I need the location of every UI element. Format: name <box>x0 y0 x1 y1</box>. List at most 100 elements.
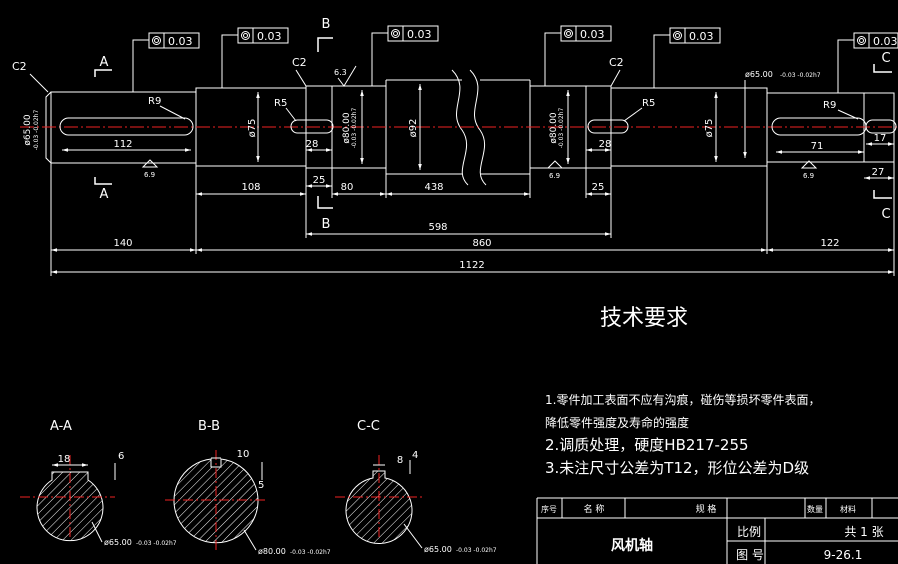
bb-dia: ø80.00 <box>258 547 286 556</box>
keyway-bearing-left <box>290 119 334 134</box>
dim-80: 80 <box>341 182 354 193</box>
dim-d92: ø92 <box>408 119 419 138</box>
tol-value: 0.03 <box>168 35 193 48</box>
tech-title: 技术要求 <box>600 306 688 331</box>
tolerance-frames: 0.03 0.03 0.03 0.03 0.03 <box>132 25 898 93</box>
dim-71: 71 <box>811 141 824 152</box>
cc-tol: -0.03 -0.02h7 <box>456 547 497 554</box>
tb-h-spec: 规 格 <box>696 503 717 515</box>
shaft-segment-d92 <box>385 79 531 175</box>
dim-140: 140 <box>113 238 132 249</box>
section-aa-body <box>36 471 104 542</box>
dim-598: 598 <box>428 222 447 233</box>
diameter-dims <box>256 84 718 170</box>
aa-tol: -0.03 -0.02h7 <box>136 540 177 547</box>
chamfer-bearing-left: C2 <box>292 56 307 69</box>
datum-B-bottom: B <box>322 217 331 232</box>
section-A-A: A-A 18 6 ø65.00 -0.03 -0.02h7 <box>20 419 177 547</box>
dim-text: 112 28 28 71 17 27 108 25 80 438 25 598 … <box>113 133 886 271</box>
bb-depth: 5 <box>258 480 264 491</box>
tol-value: 0.03 <box>257 30 282 43</box>
tol-frame-3: 0.03 <box>371 25 439 86</box>
tech-line-2: 降低零件强度及寿命的强度 <box>545 415 689 430</box>
tb-drawing-no: 9-26.1 <box>824 548 863 562</box>
dim-25-right: 25 <box>592 182 605 193</box>
chamfer-bearing-right: C2 <box>609 56 624 69</box>
tech-line-4: 3.未注尺寸公差为T12，形位公差为D级 <box>545 459 809 477</box>
datum-labels: A A B B C C <box>100 17 891 232</box>
dim-d80-right: ø80.00 <box>549 112 559 144</box>
dim-d75-left: ø75 <box>247 119 258 138</box>
datum-A-top: A <box>100 55 109 70</box>
dim-25-left: 25 <box>313 175 326 186</box>
title-block <box>536 497 898 564</box>
tb-drawing-no-label: 图 号 <box>736 548 764 562</box>
dim-d65-right-tol: -0.03 -0.02h7 <box>780 72 821 79</box>
chamfer-callouts <box>29 69 621 93</box>
dim-d80-left-tol: -0.03 -0.02h7 <box>351 108 358 149</box>
keyways <box>59 117 897 136</box>
bb-width: 10 <box>237 449 250 460</box>
section-markers <box>94 37 892 209</box>
tol-frame-6: 0.03 <box>837 32 898 93</box>
section-B-B: B-B 10 5 ø80.00 -0.03 -0.02h7 <box>165 419 331 556</box>
tech-line-1: 1.零件加工表面不应有沟痕，碰伤等损坏零件表面， <box>545 392 820 407</box>
dim-17: 17 <box>874 133 887 144</box>
tol-frame-4: 0.03 <box>544 25 612 86</box>
dim-d65-right: ø65.00 <box>745 70 773 79</box>
dim-438: 438 <box>424 182 443 193</box>
dim-d80-left: ø80.00 <box>342 112 352 144</box>
chamfer-left: C2 <box>12 60 27 73</box>
roughness-69-a: 6.9 <box>144 171 155 179</box>
radius-R5-left: R5 <box>274 98 287 109</box>
datum-A-bottom: A <box>100 187 109 202</box>
section-title-bb: B-B <box>198 419 220 434</box>
dim-d80-right-tol: -0.03 -0.02h7 <box>558 108 565 149</box>
dim-d75-right: ø75 <box>704 119 715 138</box>
tb-part-name: 风机轴 <box>611 537 653 554</box>
dim-28-left: 28 <box>306 139 319 150</box>
tol-value: 0.03 <box>580 28 605 41</box>
tech-line-3: 2.调质处理，硬度HB217-255 <box>545 436 749 454</box>
tol-frame-2: 0.03 <box>221 27 289 88</box>
roughness-69-b: 6.9 <box>549 172 560 180</box>
aa-depth: 6 <box>118 451 124 462</box>
cc-depth: 4 <box>412 450 418 461</box>
tb-h-mat: 材料 <box>840 504 856 514</box>
cc-width: 8 <box>397 455 403 466</box>
bb-tol: -0.03 -0.02h7 <box>290 549 331 556</box>
tol-frame-5: 0.03 <box>653 27 721 88</box>
dim-d65-left-tol: -0.03 -0.02h7 <box>33 110 40 151</box>
tb-h-qty: 数量 <box>807 504 823 514</box>
tb-h-seq: 序号 <box>541 504 557 514</box>
break-line-1 <box>451 69 469 186</box>
dim-108: 108 <box>241 182 260 193</box>
dim-860: 860 <box>472 238 491 249</box>
aa-dia: ø65.00 <box>104 538 132 547</box>
dim-122: 122 <box>820 238 839 249</box>
break-line-2 <box>469 69 487 186</box>
dim-27: 27 <box>872 167 885 178</box>
dim-d65-left: ø65.00 <box>23 114 33 146</box>
horizontal-dims <box>50 142 895 276</box>
radius-R5-right: R5 <box>642 98 655 109</box>
radius-R9-left: R9 <box>148 96 161 107</box>
dim-1122: 1122 <box>459 260 484 271</box>
tol-value: 0.03 <box>689 30 714 43</box>
datum-C-bottom: C <box>881 207 890 222</box>
dim-28-right: 28 <box>599 139 612 150</box>
section-C-C: C-C 8 4 ø65.00 -0.03 -0.02h7 <box>335 419 497 554</box>
roughness-63: 6.3 <box>334 68 347 77</box>
tb-h-name: 名 称 <box>584 503 605 515</box>
tb-ratio-label: 比例 <box>737 525 761 539</box>
keyway-left <box>59 117 194 136</box>
aa-width: 18 <box>58 454 71 465</box>
section-title-aa: A-A <box>50 419 72 434</box>
datum-C-top: C <box>881 51 890 66</box>
tol-value: 0.03 <box>873 35 898 48</box>
roughness-69-c: 6.9 <box>803 172 814 180</box>
tol-frame-1: 0.03 <box>132 32 200 92</box>
keyway-bearing-right <box>587 119 629 134</box>
tol-value: 0.03 <box>407 28 432 41</box>
dim-112: 112 <box>113 139 132 150</box>
